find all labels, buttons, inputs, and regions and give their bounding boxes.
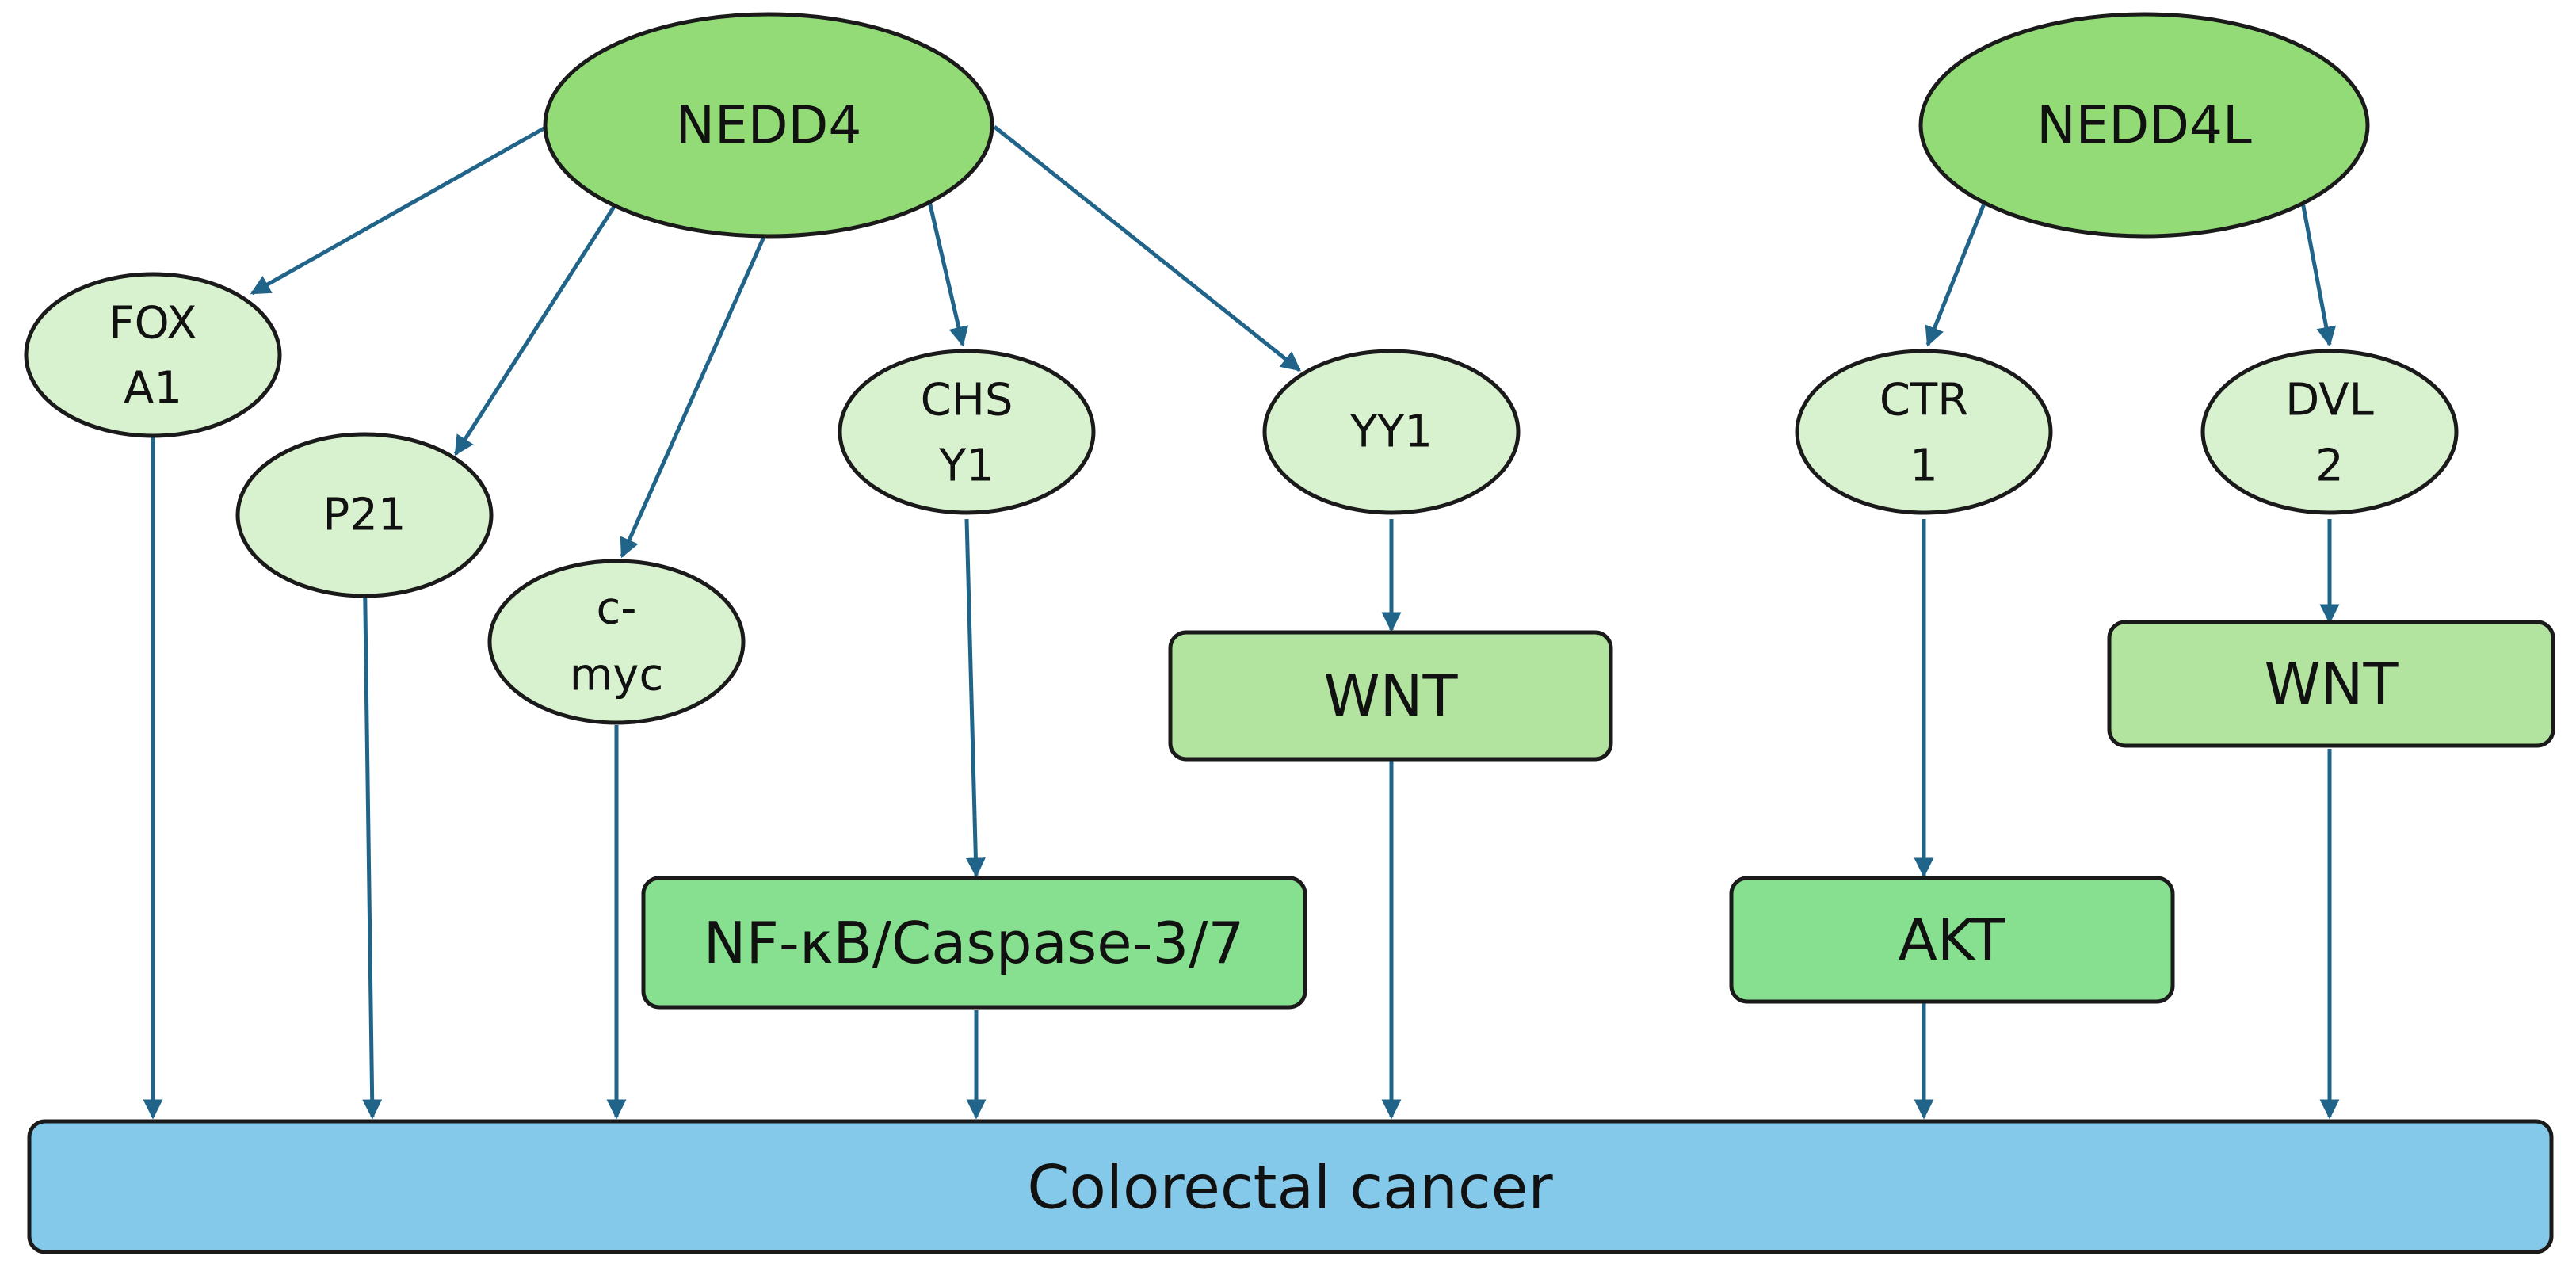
node-p21: P21 — [235, 432, 494, 598]
node-ctr1-shape — [1795, 349, 2053, 515]
node-foxa1-label-line2: A1 — [124, 363, 182, 414]
edge-chsy1-nfkb — [964, 518, 986, 878]
node-foxa1-shape — [24, 272, 282, 438]
node-nedd4-label: NEDD4 — [676, 95, 862, 156]
node-dvl2-label-line1: DVL — [2285, 375, 2374, 426]
edge-p21-outcome — [362, 554, 383, 1120]
edge-nedd4l-dvl2 — [2300, 201, 2337, 347]
pathway-nfkb-caspase-shape — [641, 876, 1307, 1010]
pathway-akt-shape — [1729, 876, 2175, 1004]
edge-nedd4-foxa1 — [250, 124, 548, 296]
edge-nedd4l-ctr1 — [1925, 199, 1988, 347]
edge-nedd4-yy1 — [993, 125, 1301, 372]
node-ctr1-label-line1: CTR — [1880, 375, 1968, 426]
pathway-wnt-right-label: WNT — [2264, 651, 2399, 717]
node-dvl2-label-line2: 2 — [2315, 441, 2344, 492]
node-yy1-shape — [1262, 349, 1521, 515]
pathway-wnt-left: WNT — [1168, 630, 1613, 762]
node-ctr1: CTR 1 — [1795, 349, 2053, 515]
pathway-wnt-right: WNT — [2107, 620, 2555, 748]
node-cmyc: c- myc — [487, 559, 746, 725]
node-foxa1-label-line1: FOX — [109, 298, 197, 349]
outcome-colorectal-cancer-shape — [27, 1119, 2554, 1254]
outcome-colorectal-cancer-label: Colorectal cancer — [1027, 1152, 1553, 1223]
node-chsy1: CHS Y1 — [838, 349, 1096, 515]
node-yy1-label: YY1 — [1349, 407, 1433, 458]
edge-nedd4-chsy1 — [926, 197, 969, 347]
pathway-nfkb-caspase-label: NF-κB/Caspase-3/7 — [704, 910, 1245, 976]
edge-nedd4-p21 — [453, 201, 619, 456]
node-nedd4: NEDD4 — [543, 12, 994, 239]
pathway-wnt-left-shape — [1168, 630, 1613, 762]
node-chsy1-label-line2: Y1 — [938, 441, 994, 492]
node-chsy1-shape — [838, 349, 1096, 515]
node-nedd4-shape — [543, 12, 994, 239]
pathway-nfkb-caspase: NF-κB/Caspase-3/7 — [641, 876, 1307, 1010]
pathway-akt: AKT — [1729, 876, 2175, 1004]
node-nedd4l: NEDD4L — [1918, 12, 2370, 239]
edge-nedd4-cmyc — [620, 228, 769, 559]
node-chsy1-label-line1: CHS — [921, 375, 1013, 426]
node-nedd4l-label: NEDD4L — [2036, 95, 2252, 156]
pathway-wnt-right-shape — [2107, 620, 2555, 748]
node-foxa1: FOX A1 — [24, 272, 282, 438]
node-cmyc-label-line2: myc — [570, 650, 663, 701]
pathway-akt-label: AKT — [1899, 907, 2006, 973]
node-yy1: YY1 — [1262, 349, 1521, 515]
node-p21-label: P21 — [322, 490, 406, 541]
edges — [143, 124, 2340, 1120]
pathway-wnt-left-label: WNT — [1323, 662, 1458, 729]
node-cmyc-label-line1: c- — [597, 583, 637, 635]
node-cmyc-shape — [487, 559, 746, 725]
node-dvl2-shape — [2200, 349, 2459, 515]
node-ctr1-label-line2: 1 — [1910, 441, 1938, 492]
node-dvl2: DVL 2 — [2200, 349, 2459, 515]
outcome-colorectal-cancer: Colorectal cancer — [27, 1119, 2554, 1254]
node-p21-shape — [235, 432, 494, 598]
node-nedd4l-shape — [1918, 12, 2370, 239]
